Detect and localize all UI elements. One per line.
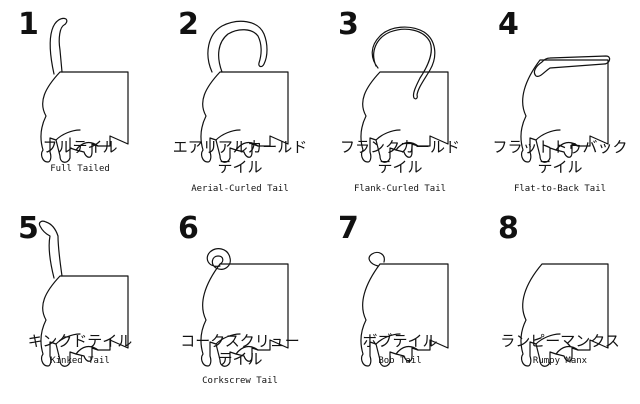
panel-number: 3 <box>338 7 359 42</box>
panel-english-label: Flank-Curled Tail <box>353 184 447 194</box>
cat-hindquarters-outline <box>40 275 129 367</box>
tail-flank-curled <box>371 26 436 100</box>
panel-english-label: Bob Tail <box>378 356 422 366</box>
cat-hindquarters-flank-tail-illustration <box>360 26 449 163</box>
panel-number: 5 <box>18 211 39 246</box>
tail-full <box>49 17 68 75</box>
panel-english-label: Flat-to-Back Tail <box>513 184 607 194</box>
cat-hindquarters-rumpy-illustration <box>520 263 609 367</box>
panel-english-label: Full Tailed <box>50 164 110 174</box>
panel-number: 7 <box>338 211 359 246</box>
cat-hindquarters-corkscrew-tail-illustration <box>200 248 289 367</box>
cat-hindquarters-outline <box>40 71 129 163</box>
panel-number: 4 <box>498 7 519 42</box>
panel-english-label: Rumpy Manx <box>532 356 588 366</box>
cat-hindquarters-flat-tail-illustration <box>520 55 611 163</box>
panel-japanese-line-1: ボブテイル <box>362 332 438 350</box>
tail-corkscrew <box>206 248 231 270</box>
cat-hindquarters-aerial-tail-illustration <box>200 20 289 163</box>
panel-japanese-line-1: ランピーマンクス <box>500 332 620 350</box>
panel-corkscrew-tail: 6 コークスクリュー テイル Corkscrew Tail <box>160 204 320 404</box>
panel-rumpy-manx: 8 ランピーマンクス Rumpy Manx <box>480 204 640 404</box>
cat-hindquarters-outline <box>520 263 609 367</box>
panel-japanese-line-1: フラットトゥバック <box>492 138 628 156</box>
cat-hindquarters-outline <box>360 71 449 163</box>
panel-number: 6 <box>178 211 199 246</box>
panel-flank-curled: 3 フランクカールド テイル Flank-Curled Tail <box>320 0 480 200</box>
tail-bob <box>368 251 385 267</box>
tail-flat-to-back <box>533 55 611 77</box>
panel-japanese-line-2: テイル <box>217 350 263 368</box>
panel-japanese-line-2: テイル <box>377 158 423 176</box>
panel-english-label: Corkscrew Tail <box>202 376 278 386</box>
panel-japanese-line-2: テイル <box>217 158 263 176</box>
panel-japanese-line-1: フルテイル <box>42 138 118 156</box>
cat-hindquarters-outline <box>200 71 289 163</box>
panel-japanese-line-1: コークスクリュー <box>180 332 300 350</box>
panel-aerial-curled: 2 エアリアルカールド テイル Aerial-Curled Tail <box>160 0 320 200</box>
panel-number: 2 <box>178 7 199 42</box>
panel-english-label: Kinked Tail <box>50 356 110 366</box>
cat-hindquarters-outline <box>520 59 609 163</box>
panel-flat-to-back: 4 フラットトゥバック テイル Flat-to-Back Tail <box>480 0 640 200</box>
cat-hindquarters-outline <box>200 263 289 367</box>
tail-aerial-curled <box>207 20 268 73</box>
cat-hindquarters-outline <box>360 263 449 367</box>
panel-japanese-line-1: キンクドテイル <box>27 332 133 350</box>
panel-japanese-line-1: フランクカールド <box>339 138 460 156</box>
panel-japanese-line-2: テイル <box>537 158 583 176</box>
cat-hindquarters-full-tail-illustration <box>40 17 129 163</box>
panel-number: 8 <box>498 211 519 246</box>
panel-bob-tail: 7 ボブテイル Bob Tail <box>320 204 480 404</box>
panel-full-tailed: 1 フルテイル Full Tailed <box>0 0 160 200</box>
tail-kinked <box>38 220 63 279</box>
panel-english-label: Aerial-Curled Tail <box>191 184 289 194</box>
panel-number: 1 <box>18 7 39 42</box>
panel-japanese-line-1: エアリアルカールド <box>172 138 308 156</box>
cat-hindquarters-kinked-tail-illustration <box>38 220 129 367</box>
panel-kinked-tail: 5 キンクドテイル Kinked Tail <box>0 204 160 404</box>
cat-hindquarters-bob-tail-illustration <box>360 251 449 367</box>
